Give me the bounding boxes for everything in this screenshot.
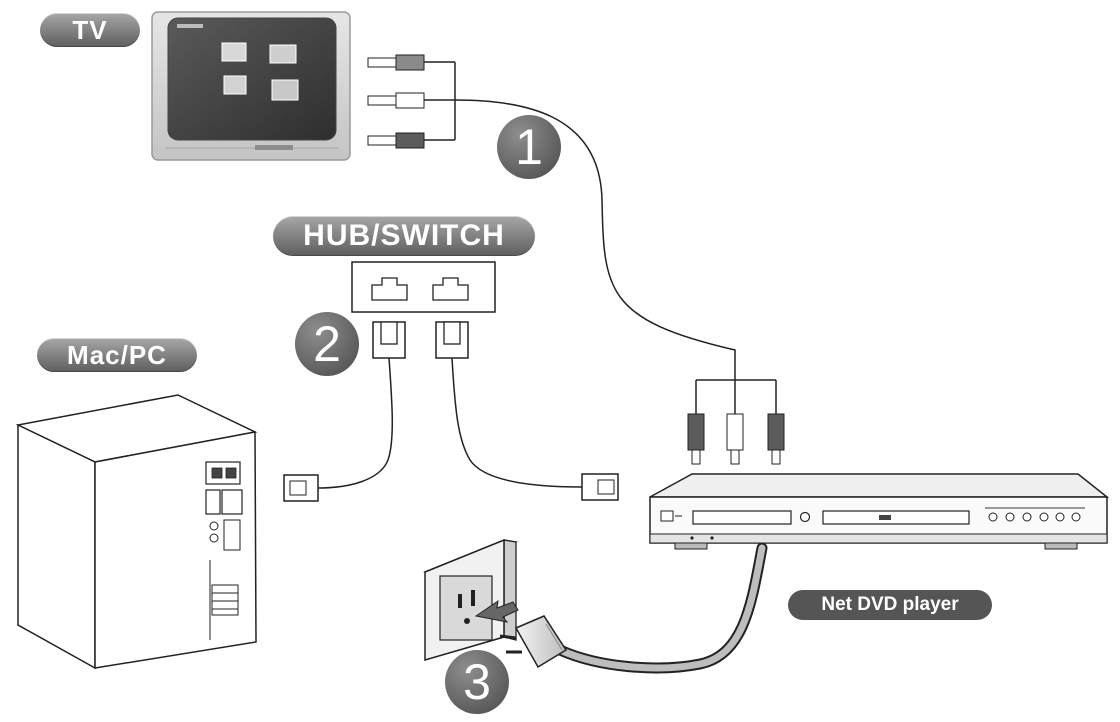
rca-plug-icon: [367, 54, 425, 149]
hub-switch-label: HUB/SWITCH: [273, 216, 535, 256]
dvd-player-icon: [649, 473, 1110, 550]
insert-arrow-icon: [474, 599, 519, 623]
mac-pc-label: Mac/PC: [37, 338, 197, 372]
step-2-badge: 2: [295, 312, 359, 376]
pc-tower-icon: [15, 394, 258, 670]
ethernet-cables: [317, 357, 583, 489]
step-1-badge: 1: [497, 115, 561, 179]
tv-rca-cables: [424, 61, 736, 360]
net-dvd-player-label: Net DVD player: [788, 590, 992, 620]
ethernet-plug-icon: [283, 473, 619, 502]
hub-icon: [351, 261, 496, 313]
tv-icon: [151, 11, 351, 161]
wall-outlet-icon: [423, 538, 519, 661]
step-3-badge: 3: [445, 650, 509, 714]
ethernet-plug-icon: [372, 321, 469, 359]
rca-plug-icon: [687, 413, 785, 465]
dvd-rca-cables: [695, 360, 777, 414]
power-plug-icon: [499, 615, 568, 669]
tv-label: TV: [40, 13, 140, 47]
power-cord: [554, 542, 768, 674]
